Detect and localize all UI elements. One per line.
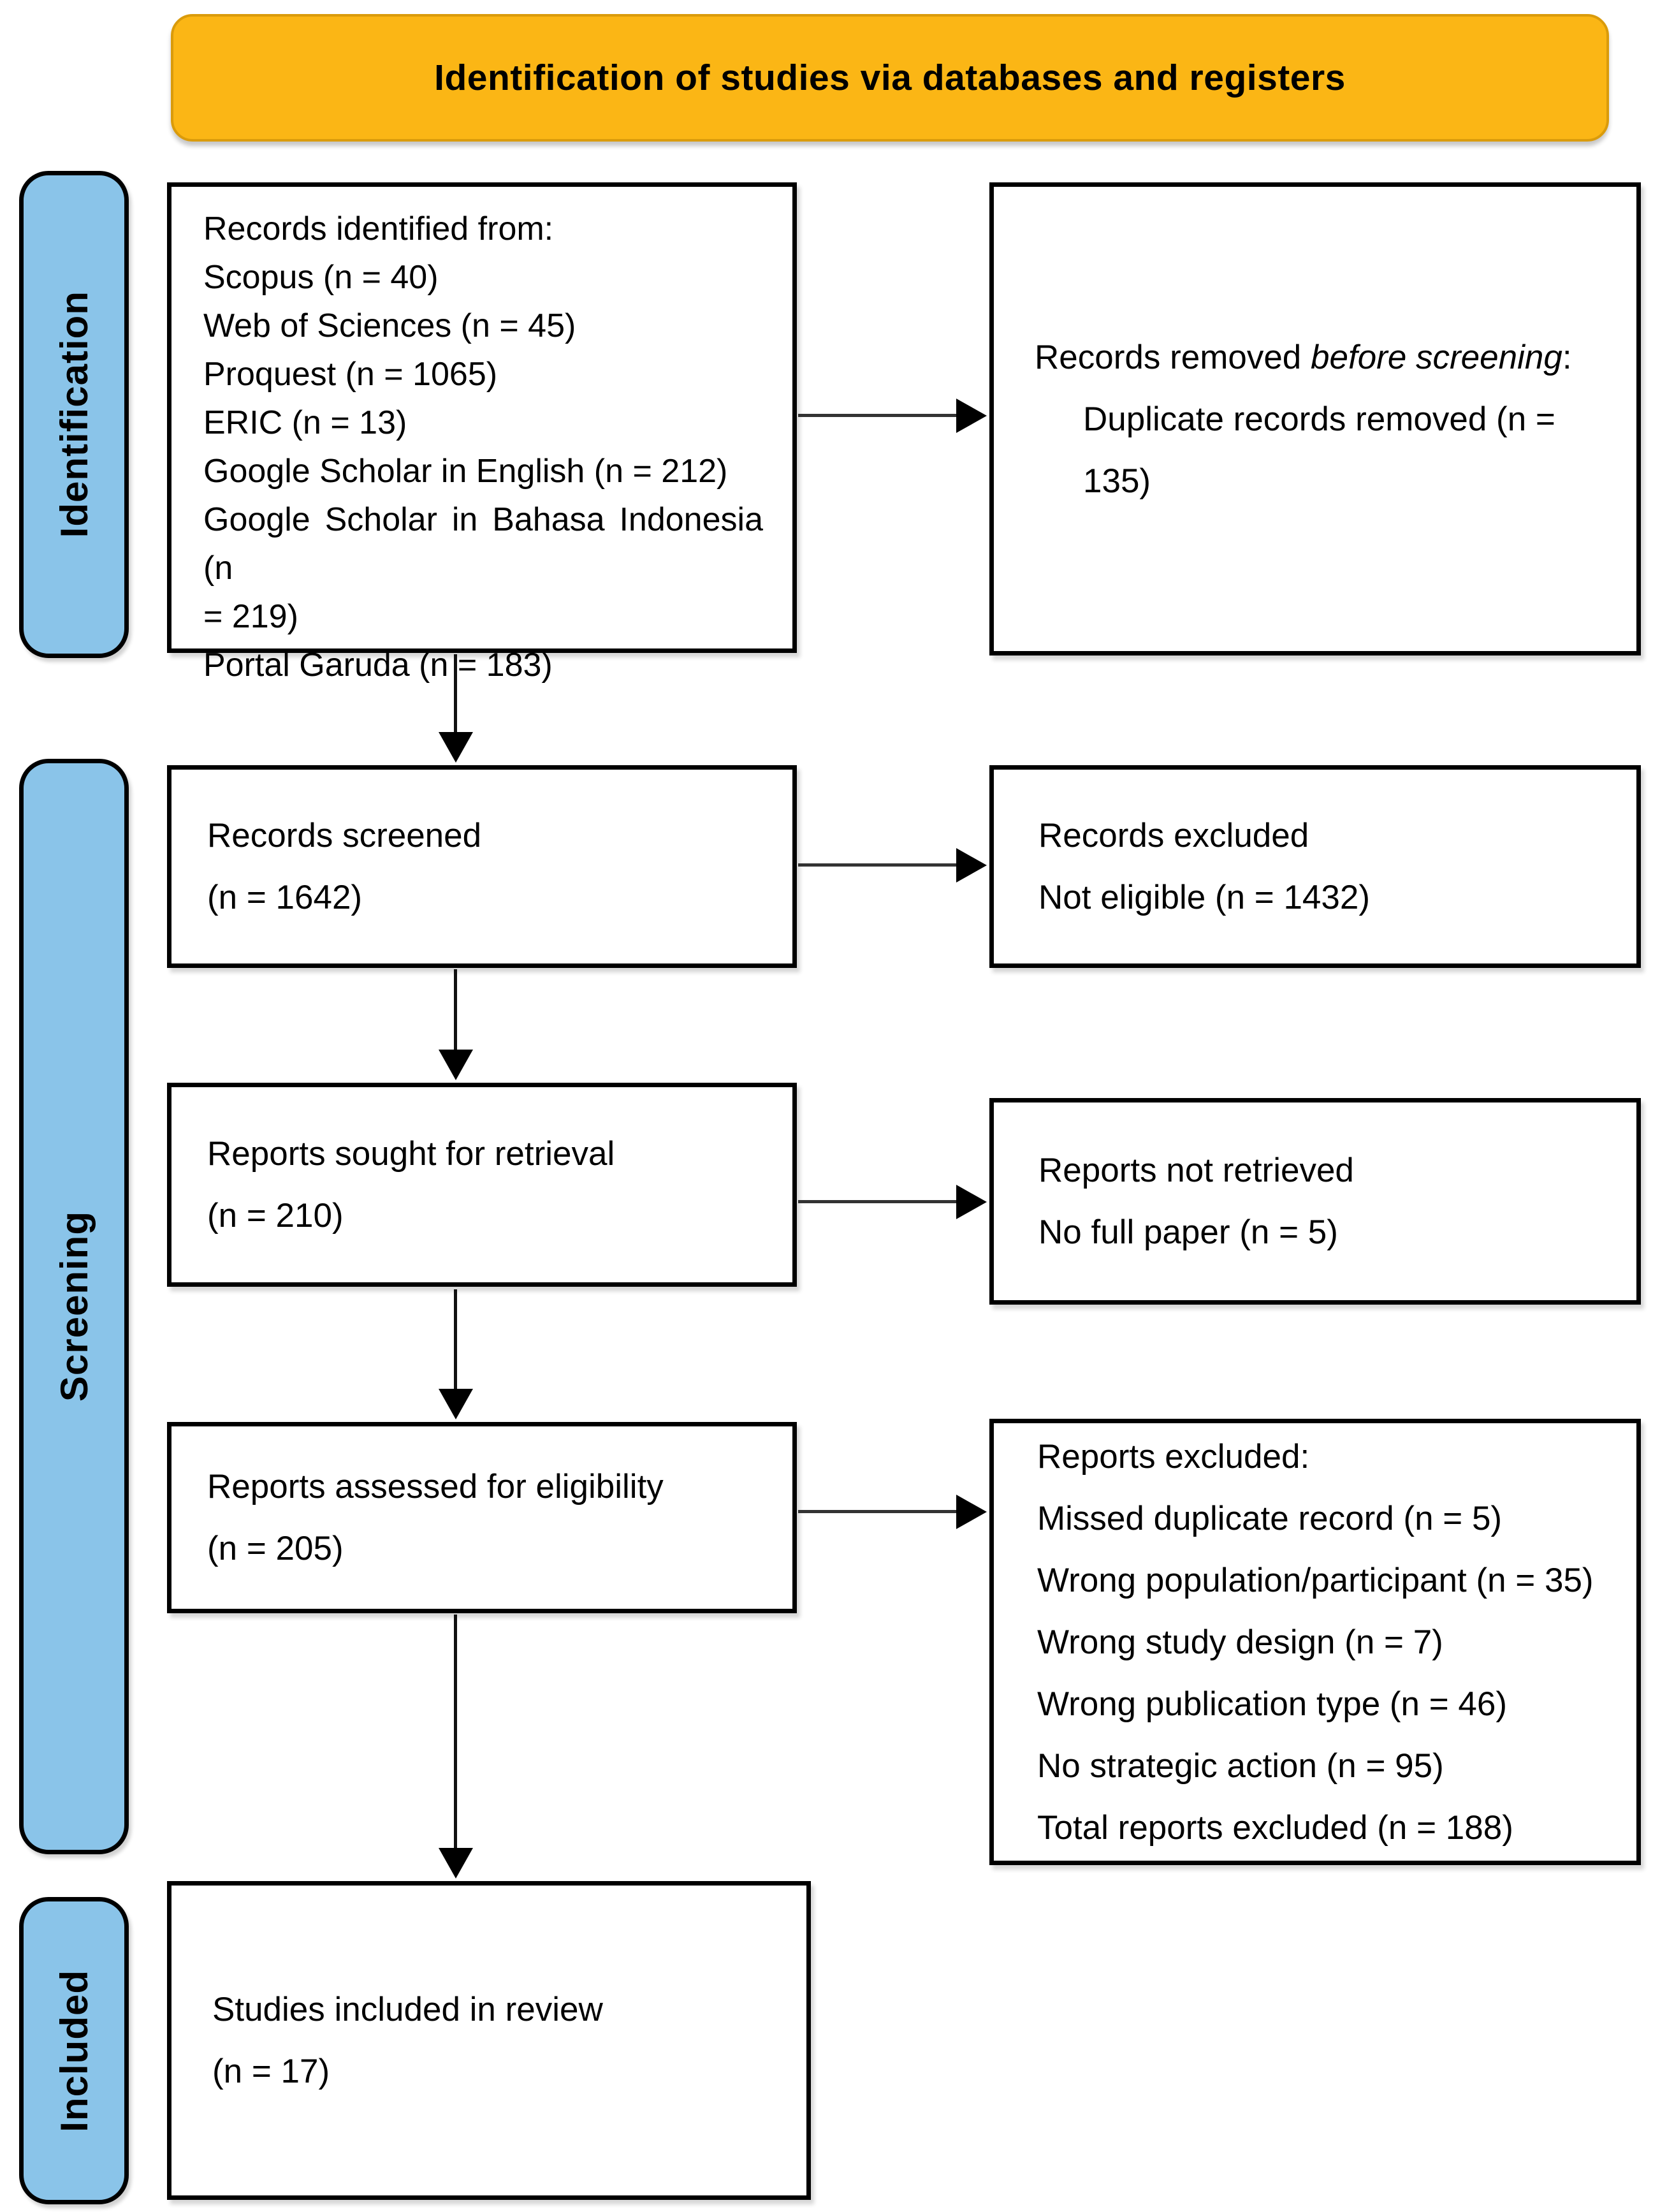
arrow-down-4-line xyxy=(454,1615,457,1850)
arrow-down-2-head-icon xyxy=(439,1050,473,1080)
arrow-right-3-line xyxy=(798,1200,957,1203)
box-line: Reports assessed for eligibility xyxy=(207,1468,664,1505)
arrow-down-3-line xyxy=(454,1289,457,1390)
sidebar-stage-included: Included xyxy=(19,1897,129,2204)
box-line: Wrong population/participant (n = 35) xyxy=(1037,1561,1594,1599)
box-line: Total reports excluded (n = 188) xyxy=(1037,1808,1513,1847)
box-line: Google Scholar in English (n = 212) xyxy=(203,453,728,490)
box-line: Wrong publication type (n = 46) xyxy=(1037,1685,1508,1723)
box-reports-assessed-for-eligibility: Reports assessed for eligibility (n = 20… xyxy=(167,1422,797,1613)
box-records-screened: Records screened (n = 1642) xyxy=(167,765,797,968)
box-line: (n = 1642) xyxy=(207,879,363,916)
box-records-identified: Records identified from: Scopus (n = 40)… xyxy=(167,182,797,684)
box-records-removed-before-screening: Records removed before screening: Duplic… xyxy=(989,182,1641,656)
box-line: Reports sought for retrieval xyxy=(207,1135,615,1173)
sidebar-stage-identification-label: Identification xyxy=(52,291,96,538)
box-reports-excluded-reasons: Reports excluded: Missed duplicate recor… xyxy=(989,1419,1641,1865)
box-line: Portal Garuda (n = 183) xyxy=(203,647,553,684)
box-line: No strategic action (n = 95) xyxy=(1037,1747,1444,1785)
text-italic-before-screening: before screening xyxy=(1311,338,1562,376)
banner-identification-via-databases: Identification of studies via databases … xyxy=(171,14,1609,142)
box-studies-included-in-review: Studies included in review (n = 17) xyxy=(167,1881,811,2200)
box-line: Reports not retrieved xyxy=(1038,1152,1354,1189)
box-line: (n = 17) xyxy=(212,2053,330,2090)
arrow-right-4-head-icon xyxy=(956,1495,987,1529)
box-line: = 219) xyxy=(203,598,298,635)
box-reports-not-retrieved: Reports not retrieved No full paper (n =… xyxy=(989,1098,1641,1305)
box-line: ERIC (n = 13) xyxy=(203,404,407,441)
text-suffix: : xyxy=(1562,338,1572,376)
arrow-down-3-head-icon xyxy=(439,1389,473,1419)
box-line: Web of Sciences (n = 45) xyxy=(203,307,576,344)
box-line: Records excluded xyxy=(1038,817,1309,854)
box-line: No full paper (n = 5) xyxy=(1038,1213,1338,1251)
arrow-right-1-head-icon xyxy=(956,399,987,433)
arrow-down-1-line xyxy=(454,654,457,735)
box-line: Not eligible (n = 1432) xyxy=(1038,879,1371,916)
box-line: Records screened xyxy=(207,817,482,854)
box-records-excluded: Records excluded Not eligible (n = 1432) xyxy=(989,765,1641,968)
text-prefix: Records removed xyxy=(1035,338,1311,376)
sidebar-stage-included-label: Included xyxy=(52,1969,96,2132)
arrow-down-2-line xyxy=(454,969,457,1051)
arrow-right-4-line xyxy=(798,1510,957,1513)
arrow-down-1-head-icon xyxy=(439,732,473,763)
sidebar-stage-screening: Screening xyxy=(19,759,129,1854)
arrow-down-4-head-icon xyxy=(439,1848,473,1879)
box-line: Wrong study design (n = 7) xyxy=(1037,1623,1443,1661)
box-line: (n = 210) xyxy=(207,1197,344,1234)
box-line: Reports excluded: xyxy=(1037,1437,1310,1476)
sidebar-stage-screening-label: Screening xyxy=(52,1211,96,1402)
box-line: Scopus (n = 40) xyxy=(203,259,439,296)
arrow-right-2-head-icon xyxy=(956,848,987,883)
arrow-right-2-line xyxy=(798,863,957,867)
box-line: Duplicate records removed (n = 135) xyxy=(1083,400,1555,500)
box-line: Studies included in review xyxy=(212,1991,603,2028)
box-line: Proquest (n = 1065) xyxy=(203,356,498,393)
sidebar-stage-identification: Identification xyxy=(19,171,129,658)
box-line: Records identified from: xyxy=(203,210,554,247)
box-line: Records removed before screening: xyxy=(1035,326,1617,388)
box-line: Google Scholar in Bahasa Indonesia (n xyxy=(203,501,763,587)
box-reports-sought-for-retrieval: Reports sought for retrieval (n = 210) xyxy=(167,1083,797,1287)
box-line: (n = 205) xyxy=(207,1530,344,1567)
arrow-right-3-head-icon xyxy=(956,1185,987,1219)
banner-title: Identification of studies via databases … xyxy=(434,57,1346,98)
arrow-right-1-line xyxy=(798,414,957,417)
box-line: Missed duplicate record (n = 5) xyxy=(1037,1499,1503,1537)
